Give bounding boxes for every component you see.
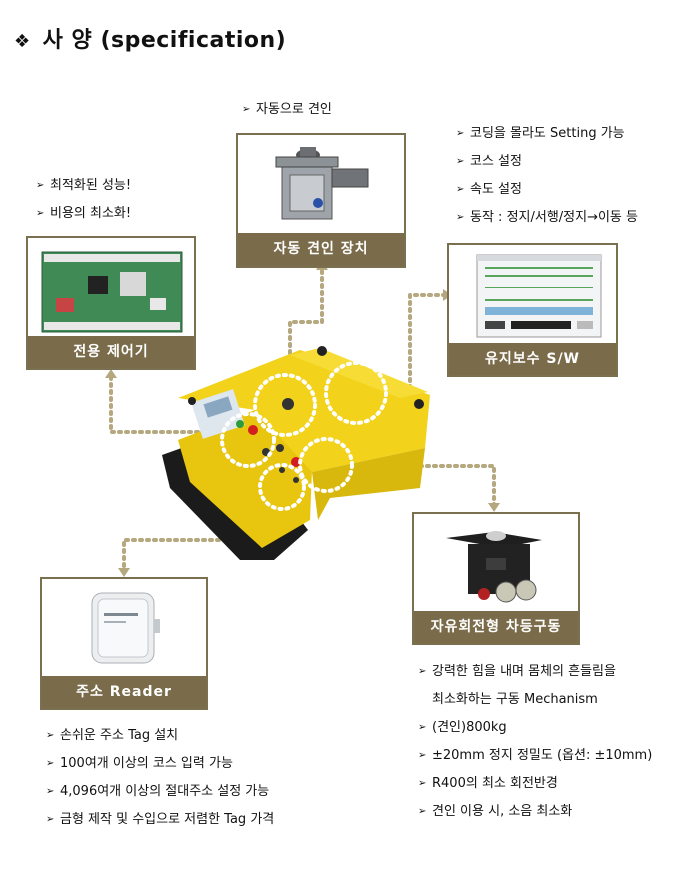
list-item: ➢코스 설정 [456,148,638,176]
controller-card: 전용 제어기 [26,236,196,370]
list-item: ➢손쉬운 주소 Tag 설치 [46,722,274,750]
page-title-text: 사 양 (specification) [42,28,287,53]
controller-bullets: ➢최적화된 성능! ➢비용의 최소화! [36,172,131,228]
software-label: 유지보수 S/W [449,343,616,375]
list-item: ➢R400의 최소 회전반경 [418,770,652,798]
reader-bullets: ➢손쉬운 주소 Tag 설치 ➢100여개 이상의 코스 입력 가능 ➢4,09… [46,722,274,834]
controller-image [28,238,194,338]
arrow-bullet-icon: ➢ [46,786,55,797]
software-screenshot [449,245,616,345]
arrow-bullet-icon: ➢ [46,758,55,769]
towing-device-card: 자동 견인 장치 [236,133,406,268]
circuit-board-icon [41,251,183,333]
arrow-bullet-icon: ➢ [456,156,465,167]
arrow-bullet-icon: ➢ [36,208,45,219]
software-card: 유지보수 S/W [447,243,618,377]
reader-image [42,579,206,678]
agv-body [162,346,430,560]
arrow-bullet-icon: ➢ [418,778,427,789]
reader-label: 주소 Reader [42,676,206,708]
list-item: ➢최적화된 성능! [36,172,131,200]
drive-wheel-icon [446,531,542,603]
list-item: ➢자동으로 견인 [242,96,332,124]
list-item: ➢(견인)800kg [418,714,652,742]
arrow-bullet-icon: ➢ [456,184,465,195]
connector-controller [109,373,228,434]
list-item: ➢속도 설정 [456,176,638,204]
connector-software [408,293,447,397]
arrow-bullet-icon: ➢ [456,212,465,223]
arrow-bullet-icon: ➢ [418,806,427,817]
arrow-bullet-icon: ➢ [418,750,427,761]
address-reader-icon [91,592,160,664]
software-bullets: ➢코딩을 몰라도 Setting 가능 ➢코스 설정 ➢속도 설정 ➢동작 : … [456,120,638,232]
drive-label: 자유회전형 차등구동 [414,611,578,643]
list-item: ➢4,096여개 이상의 절대주소 설정 가능 [46,778,274,806]
arrow-bullet-icon: ➢ [46,730,55,741]
reader-card: 주소 Reader [40,577,208,710]
list-item-continuation: 최소화하는 구동 Mechanism [432,692,598,707]
list-item: ➢동작 : 정지/서행/정지→이동 등 [456,204,638,232]
list-item: ➢±20mm 정지 정밀도 (옵션: ±10mm) [418,742,652,770]
list-item: ➢100여개 이상의 코스 입력 가능 [46,750,274,778]
towing-device-image [238,135,404,233]
arrow-bullet-icon: ➢ [456,128,465,139]
towing-bullets: ➢자동으로 견인 [242,96,332,124]
controller-label: 전용 제어기 [28,336,194,368]
diamond-bullet-icon: ❖ [14,31,31,52]
list-item: ➢코딩을 몰라도 Setting 가능 [456,120,638,148]
towing-device-label: 자동 견인 장치 [238,233,404,266]
arrow-bullet-icon: ➢ [418,666,427,677]
list-item: ➢강력한 힘을 내며 몸체의 흔들림을 [418,658,652,686]
drive-card: 자유회전형 차등구동 [412,512,580,645]
list-item: ➢비용의 최소화! [36,200,131,228]
drive-bullets: ➢강력한 힘을 내며 몸체의 흔들림을 최소화하는 구동 Mechanism ➢… [418,658,652,826]
software-window-icon [476,254,602,338]
page-title: ❖ 사 양 (specification) [14,22,286,54]
arrow-bullet-icon: ➢ [418,722,427,733]
arrow-bullet-icon: ➢ [242,104,251,115]
list-item: ➢견인 이용 시, 소음 최소화 [418,798,652,826]
arrow-bullet-icon: ➢ [36,180,45,191]
list-item: ➢금형 제작 및 수입으로 저렴한 Tag 가격 [46,806,274,834]
highlight-circles [220,361,388,511]
drive-unit-image [414,514,578,613]
towing-mechanism-icon [275,147,369,220]
arrow-bullet-icon: ➢ [46,814,55,825]
